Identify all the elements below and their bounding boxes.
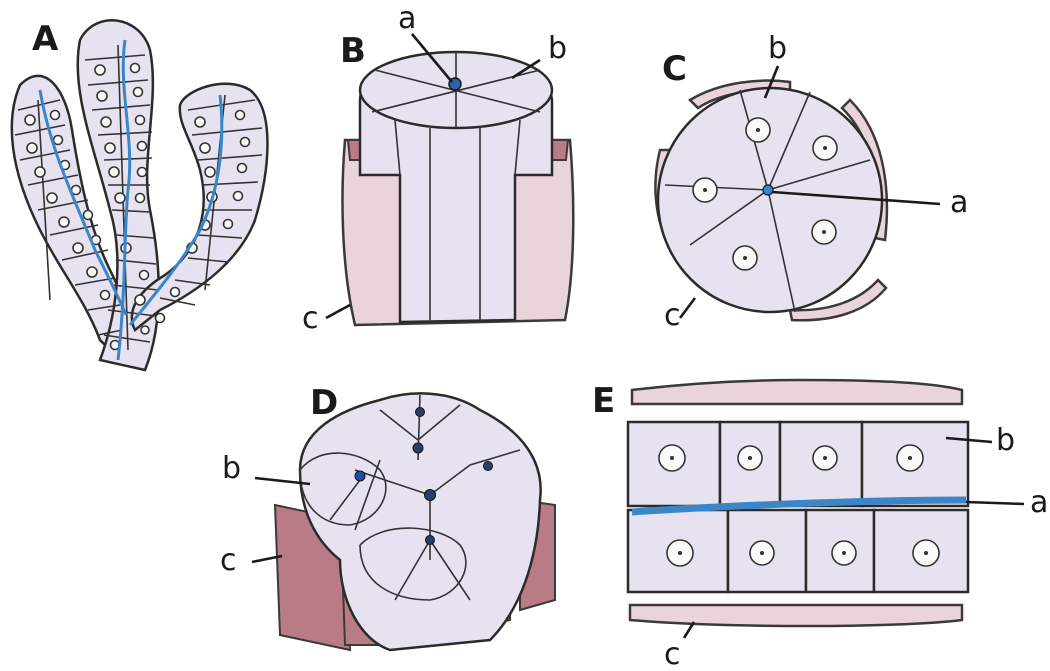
leader-e-a (966, 502, 1024, 504)
lumen-c (763, 185, 773, 195)
panel-c-label-a: a (950, 185, 968, 220)
panel-c-label-b: b (768, 31, 787, 66)
panel-c: C b a c (655, 31, 968, 333)
sheath-e-top (632, 380, 962, 404)
panel-d: D b c (220, 383, 555, 650)
sheath-e-bottom (630, 605, 962, 626)
panel-e-label: E (592, 381, 615, 421)
panel-b-label-b: b (548, 31, 567, 66)
panel-c-label: C (662, 49, 687, 89)
panel-e-label-a: a (1030, 485, 1048, 520)
panel-d-label-b: b (222, 451, 241, 486)
leader-b-c (326, 305, 350, 318)
panel-b-label-a: a (398, 1, 416, 36)
panel-e-label-b: b (996, 423, 1015, 458)
panel-a-label: A (32, 19, 59, 59)
leader-c-c (680, 298, 695, 318)
panel-e-label-c: c (664, 637, 681, 671)
panel-e: E b a c (592, 380, 1048, 671)
panel-d-label-c: c (220, 543, 237, 578)
panel-c-label-c: c (664, 298, 681, 333)
cell-row-upper-e (628, 422, 968, 506)
cell-row-lower-e (628, 510, 968, 592)
panel-b: B a b c (302, 1, 573, 336)
panel-a: A (12, 19, 268, 370)
panel-b-label: B (340, 31, 366, 71)
panel-b-label-c: c (302, 301, 319, 336)
